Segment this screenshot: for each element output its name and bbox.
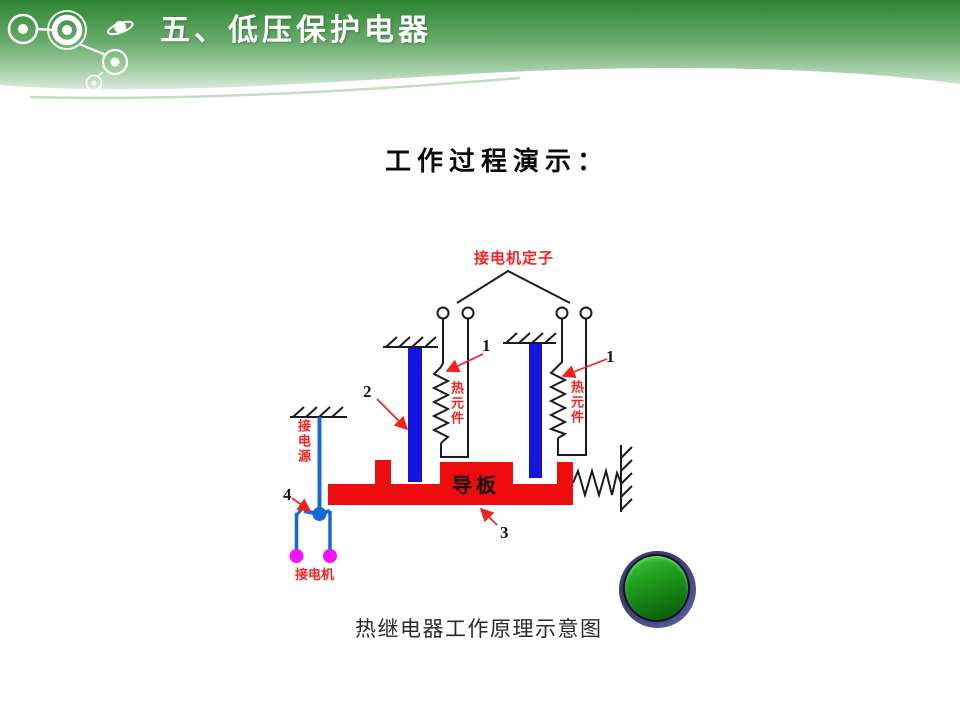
wire-right-a (557, 318, 563, 367)
heater-coil-left (431, 366, 451, 444)
bimetal-strip-right (529, 344, 542, 478)
callout-number-1-left: 1 (482, 336, 491, 355)
fixed-support-right-icon (503, 332, 557, 344)
arrow-3 (479, 507, 498, 526)
arrow-2 (376, 398, 409, 431)
arrow-4 (291, 497, 312, 512)
arrow-1-left (445, 353, 484, 373)
pivot-contact (312, 507, 327, 521)
return-spring (572, 467, 622, 499)
motor-contact-dot-left (289, 549, 304, 563)
spring-anchor-wall-icon (620, 445, 633, 512)
stator-wire-roof (456, 269, 571, 304)
heater-label-right: 热元件 (569, 380, 584, 425)
motor-label: 接电机 (295, 567, 335, 582)
diagram-caption: 热继电器工作原理示意图 (355, 617, 603, 641)
fixed-support-left-icon (383, 336, 438, 348)
bimetal-strip-left (408, 348, 422, 482)
circle-ornament-icon (7, 10, 129, 92)
wire-right-b (557, 318, 587, 456)
demo-button-face (623, 554, 690, 622)
subtitle: 工作过程演示： (385, 147, 610, 176)
guide-plate-label: 导板 (452, 475, 500, 497)
demo-button[interactable] (619, 551, 696, 628)
page-title: 五、低压保护电器 (160, 14, 432, 47)
wire-left-b (440, 318, 469, 458)
power-label: 接电源 (296, 419, 311, 464)
callout-number-1-right: 1 (606, 347, 615, 366)
callout-number-4: 4 (283, 485, 292, 504)
heater-coil-right (548, 365, 568, 439)
header-background (0, 0, 960, 100)
callout-number-3: 3 (500, 523, 509, 542)
wire-left-a (440, 318, 444, 368)
stator-label: 接电机定子 (474, 251, 555, 267)
heater-label-left: 热元件 (449, 381, 464, 426)
fixed-support-power-icon (290, 406, 347, 418)
guide-plate (328, 460, 573, 505)
motor-terminals (436, 306, 593, 320)
header-bar: 五、低压保护电器 (0, 0, 960, 110)
motor-contact-dot-right (323, 549, 337, 563)
arrow-1-right (561, 358, 608, 379)
callout-arrows (291, 353, 608, 526)
header-green-band (0, 0, 960, 90)
callout-number-2: 2 (363, 382, 372, 401)
header-swoosh-line (29, 76, 521, 100)
planet-icon (107, 20, 134, 36)
